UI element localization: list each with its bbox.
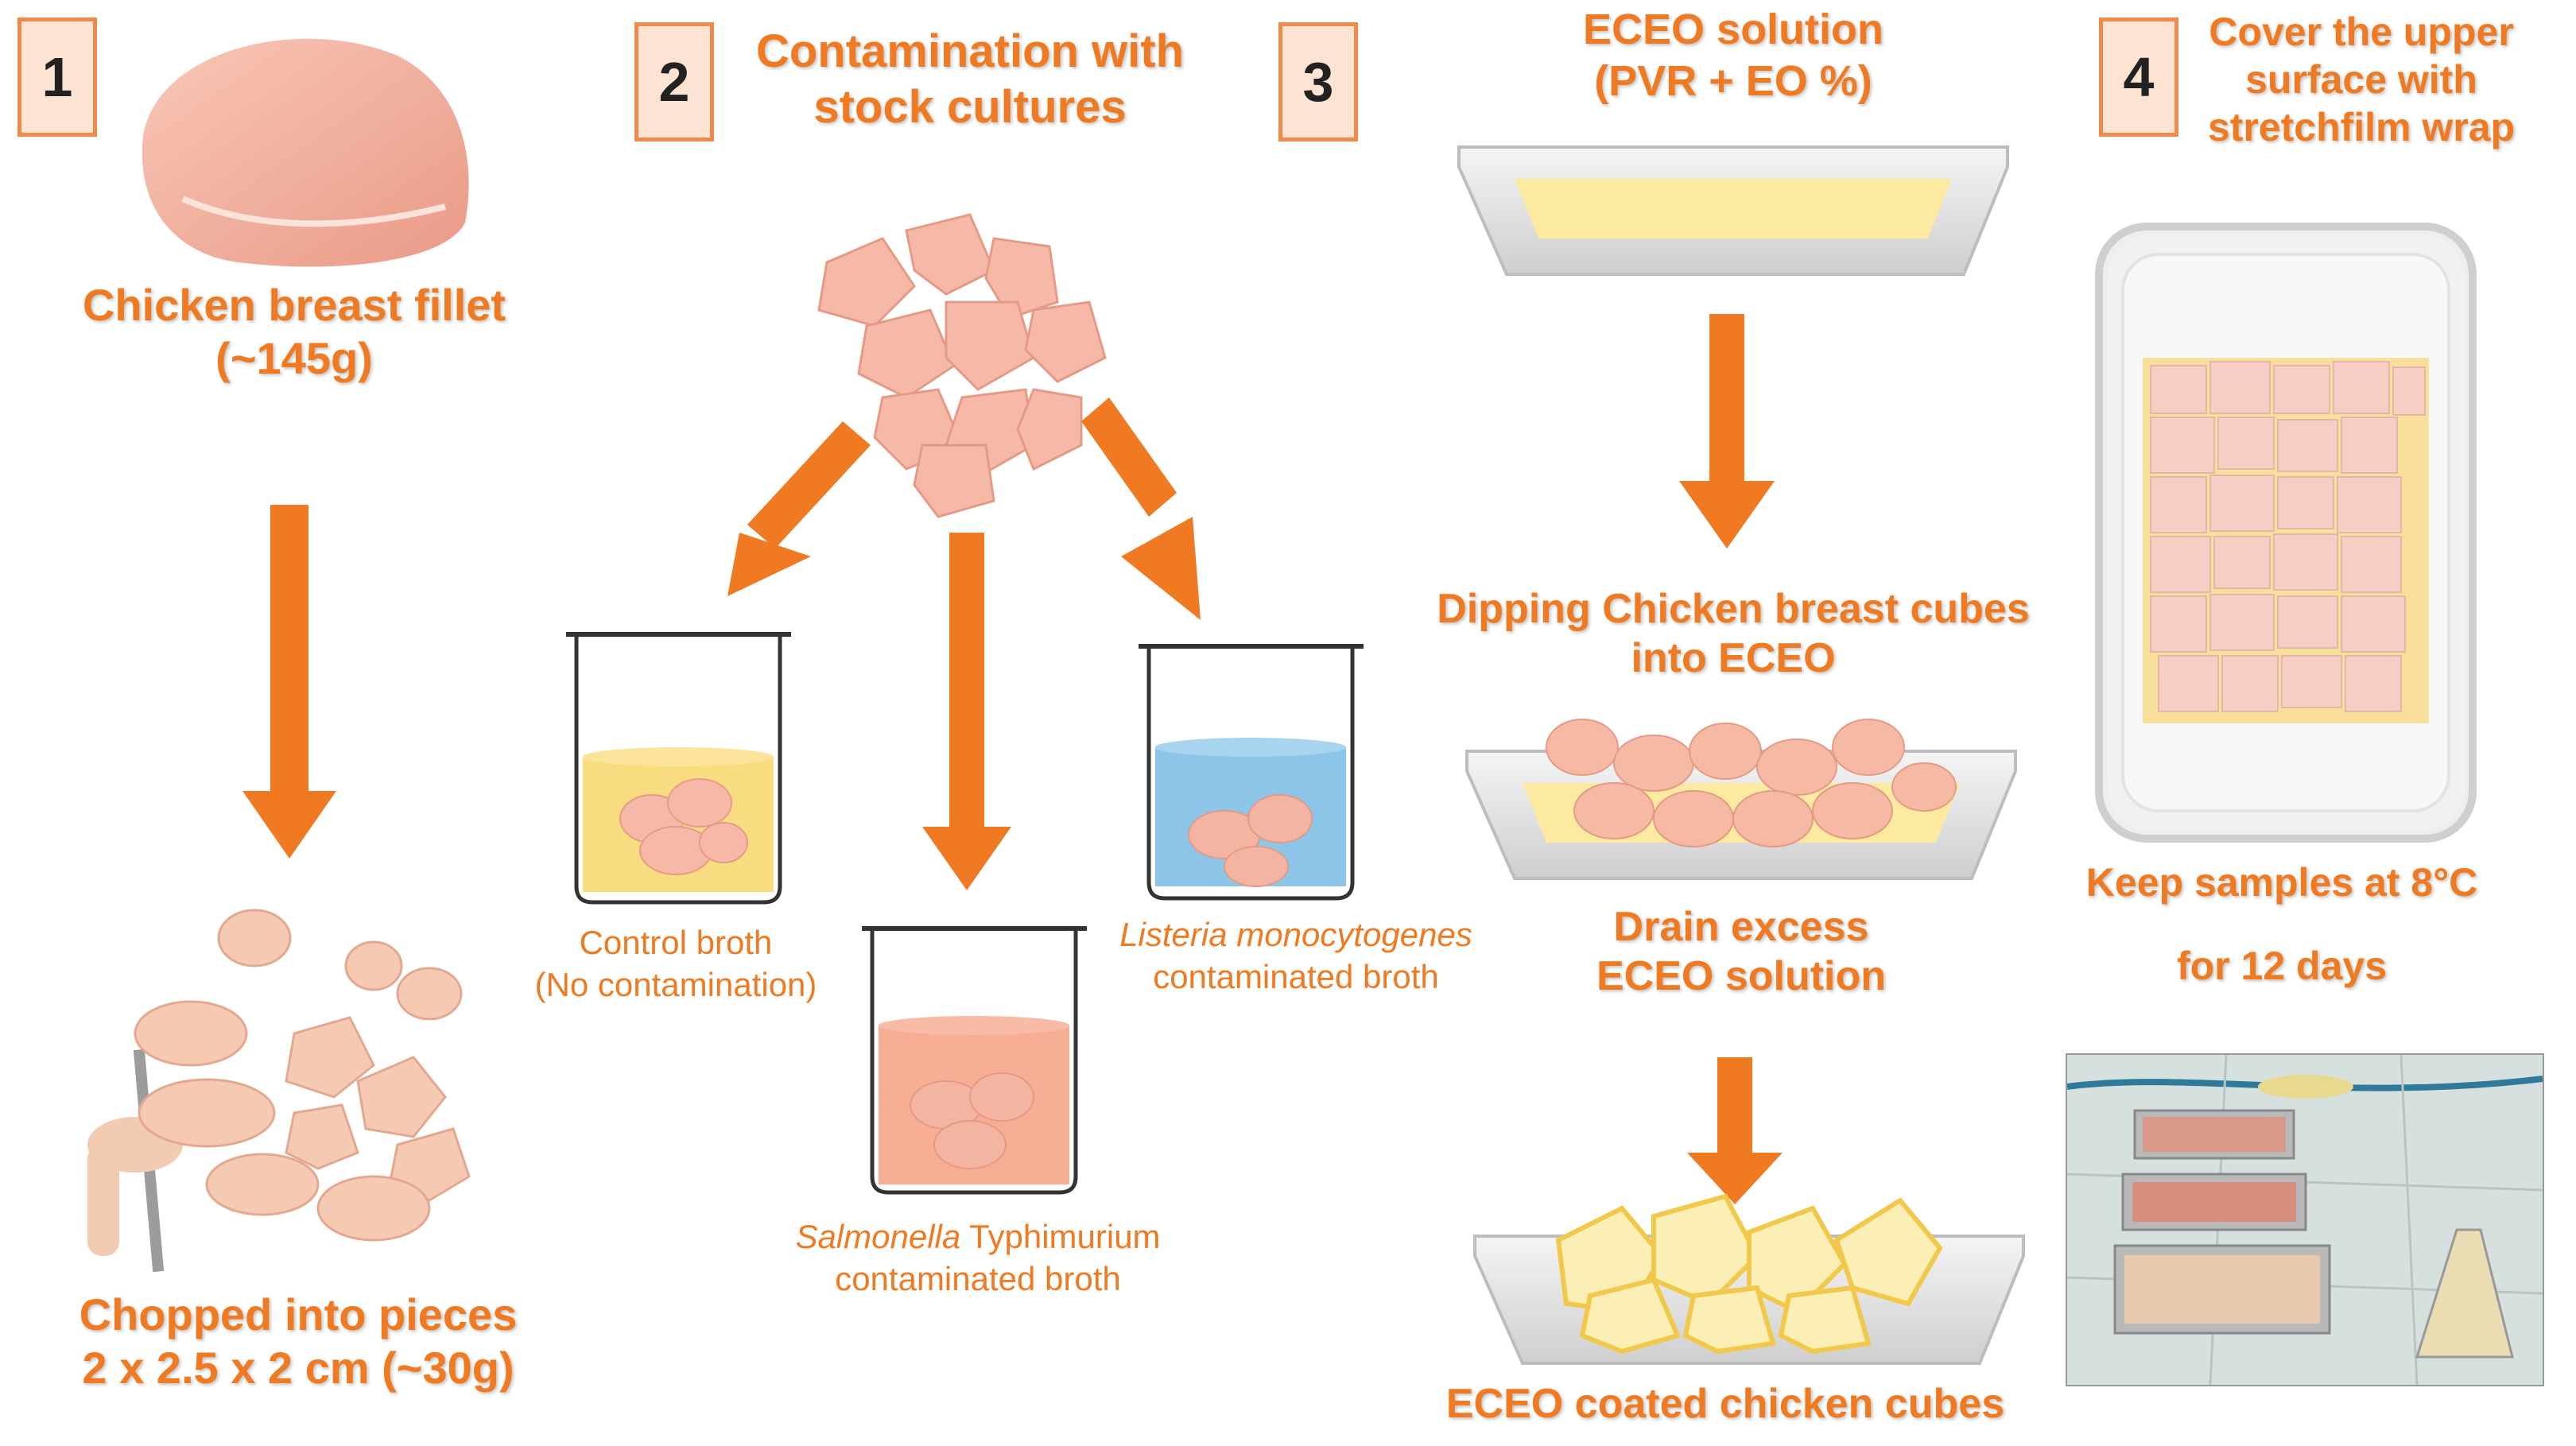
arrow-down-icon xyxy=(1687,1057,1783,1204)
step3-drain-line2: ECEO solution xyxy=(1596,953,1886,1000)
step4-keep-line2: for 12 days xyxy=(2176,944,2387,988)
step1-result: Chopped into pieces 2 x 2.5 x 2 cm (~30g… xyxy=(32,1288,564,1394)
control-broth-line1: Control broth xyxy=(579,924,773,961)
salmonella-genus: Salmonella xyxy=(795,1218,961,1255)
arrow-down-icon xyxy=(1081,397,1201,620)
salmonella-serovar: Typhimurium xyxy=(960,1218,1161,1255)
arrow-down-icon xyxy=(242,505,336,859)
tray-icon xyxy=(1457,145,2009,276)
beaker-icon xyxy=(862,926,1087,1195)
control-broth-line2: (No contamination) xyxy=(534,965,817,1003)
step-number-2: 2 xyxy=(634,22,714,141)
step2-title: Contamination with stock cultures xyxy=(716,24,1224,134)
listeria-label: Listeria monocytogenes contaminated brot… xyxy=(1089,914,1503,998)
step4-title: Cover the upper surface with stretchfilm… xyxy=(2163,8,2560,151)
step3-dipping: Dipping Chicken breast cubes into ECEO xyxy=(1423,584,2043,684)
samples-photo-art xyxy=(2067,1055,2543,1385)
wrapped-tray-icon xyxy=(2095,223,2477,843)
listeria-line2: contaminated broth xyxy=(1153,957,1439,995)
step1-result-line1: Chopped into pieces xyxy=(79,1289,518,1339)
tray-icon xyxy=(1465,719,2017,880)
salmonella-line1: Salmonella Typhimurium xyxy=(747,1216,1208,1258)
step4-keep-line1: Keep samples at 8°C xyxy=(2085,860,2478,905)
knife-hand-icon xyxy=(87,1049,183,1273)
step3-dip-line1: Dipping Chicken breast cubes xyxy=(1437,586,2030,632)
step4-title-line3: stretchfilm wrap xyxy=(2207,105,2516,149)
step1-result-line2: 2 x 2.5 x 2 cm (~30g) xyxy=(82,1343,514,1394)
step3-drain: Drain excess ECEO solution xyxy=(1503,902,1980,1002)
salmonella-label: Salmonella Typhimurium contaminated brot… xyxy=(747,1216,1208,1300)
step4-title-line1: Cover the upper xyxy=(2209,10,2514,54)
step4-title-line2: surface with xyxy=(2245,57,2477,102)
arrow-down-icon xyxy=(922,533,1011,890)
chicken-cubes-icon xyxy=(817,213,1107,518)
beaker-icon xyxy=(1139,644,1364,901)
tray-icon xyxy=(1473,1193,2025,1365)
step-number-1: 1 xyxy=(17,17,97,137)
step1-title: Chicken breast fillet (~145g) xyxy=(32,278,557,385)
samples-photo xyxy=(2066,1053,2544,1386)
step3-title: ECEO solution (PVR + EO %) xyxy=(1495,4,1972,107)
arrow-down-icon xyxy=(727,421,871,596)
salmonella-line2: contaminated broth xyxy=(835,1259,1121,1297)
step3-title-line1: ECEO solution xyxy=(1583,6,1884,53)
step3-drain-line1: Drain excess xyxy=(1613,904,1869,950)
listeria-line1: Listeria monocytogenes xyxy=(1089,914,1503,956)
step2-title-line2: stock cultures xyxy=(813,80,1127,133)
step-number-4: 4 xyxy=(2099,17,2178,137)
step3-coated: ECEO coated chicken cubes xyxy=(1445,1381,2005,1427)
listeria-species: Listeria monocytogenes xyxy=(1119,916,1472,953)
control-broth-label: Control broth (No contamination) xyxy=(493,922,859,1006)
step3-dip-line2: into ECEO xyxy=(1631,635,1836,682)
beaker-icon xyxy=(566,632,791,905)
arrow-down-icon xyxy=(1679,314,1775,549)
step-number-3: 3 xyxy=(1278,22,1358,141)
chicken-fillet-icon xyxy=(142,38,469,267)
step3-title-line2: (PVR + EO %) xyxy=(1594,56,1872,105)
step1-title-line2: (~145g) xyxy=(215,333,373,384)
step2-title-line1: Contamination with xyxy=(755,25,1185,77)
chicken-cubes-icon xyxy=(134,909,471,1242)
step1-title-line1: Chicken breast fillet xyxy=(82,280,506,330)
